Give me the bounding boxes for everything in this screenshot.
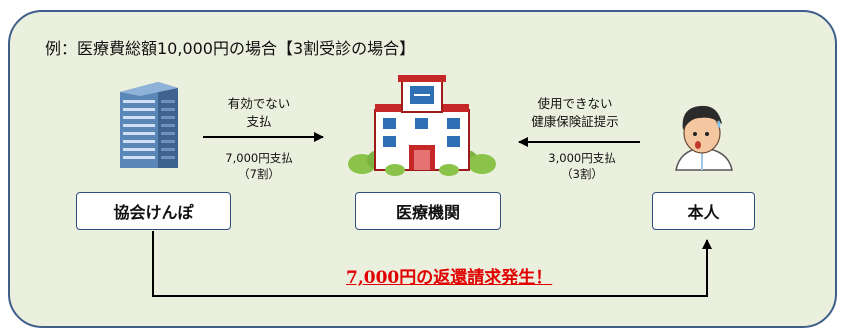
left-arrow-label-line1: 有効でない [227,96,291,111]
worried-person-icon [675,105,733,171]
diagram-title: 例：医療費総額10,000円の場合【3割受診の場合】 [45,39,416,58]
right-arrow-label-line1: 使用できない [537,96,613,111]
left-ratio-text: （7割） [238,167,280,181]
hospital-icon [348,75,496,176]
association-box: 協会けんぽ [76,192,231,230]
institution-label: 医療機関 [395,203,460,222]
left-arrow-amount: 7,000円支払 （7割） [209,150,309,182]
institution-box: 医療機関 [355,192,501,230]
right-arrow-label: 使用できない 健康保険証提示 [515,95,635,131]
return-claim-text: 7,000円の返還請求発生！ [346,268,553,288]
office-building-icon [120,82,178,168]
right-ratio-text: （3割） [561,167,603,181]
left-arrow-label-line2: 支払 [246,114,272,129]
right-arrow-label-line2: 健康保険証提示 [531,114,619,129]
person-box: 本人 [652,192,755,230]
association-label: 協会けんぽ [113,203,194,222]
right-amount-text: 3,000円支払 [548,151,616,165]
left-arrow-label: 有効でない 支払 [214,95,304,131]
left-amount-text: 7,000円支払 [225,151,293,165]
right-arrow-amount: 3,000円支払 （3割） [532,150,632,182]
person-label: 本人 [687,203,720,222]
